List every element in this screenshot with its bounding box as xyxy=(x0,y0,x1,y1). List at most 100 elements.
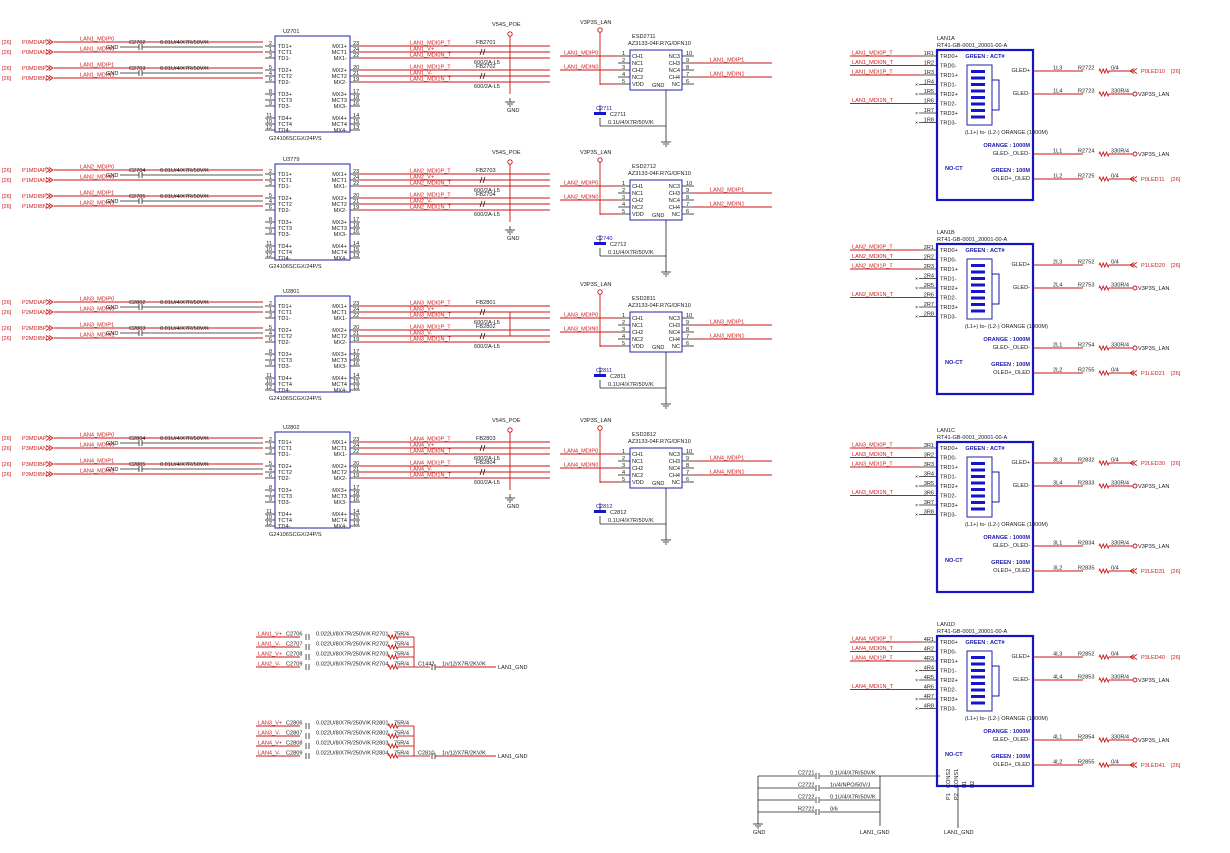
res-ref: R2701 xyxy=(372,632,388,638)
pin-name: MCT1 xyxy=(332,310,347,316)
pin-number: 10 xyxy=(266,247,272,253)
res-value: 330R/4 xyxy=(1111,541,1129,547)
part-ref: U2802 xyxy=(283,425,299,431)
pin-number: 5 xyxy=(622,341,625,347)
cap-value: 0.022U/8/X7R/250V/K xyxy=(316,751,371,757)
pin-name: MX1- xyxy=(334,452,348,458)
led-net-label: P2LED30 xyxy=(1141,461,1165,467)
pin-number: 3L3 xyxy=(1053,458,1062,464)
pin-name: MX3+ xyxy=(332,352,347,358)
fb-ref: FB2802 xyxy=(476,324,496,330)
port-arrow xyxy=(45,203,51,209)
pin-name: NC4 xyxy=(669,466,680,472)
pin-name: NC4 xyxy=(669,68,680,74)
pin-number: 4R1 xyxy=(924,637,934,643)
net-label: LAN2_MDIN1 xyxy=(710,202,745,208)
rj45-contact xyxy=(971,303,985,306)
pin-name: NC3 xyxy=(669,316,680,322)
gnd-label: GND xyxy=(507,236,519,242)
capacitor-symbol xyxy=(594,242,606,245)
fb-ref: FB2801 xyxy=(476,300,496,306)
resistor-symbol xyxy=(1098,459,1110,467)
pin-number: 3L2 xyxy=(1053,566,1062,572)
pin-name: MX1- xyxy=(334,56,348,62)
pin-name: NC xyxy=(672,212,680,218)
supply-label: V3P3S_LAN xyxy=(1138,152,1169,158)
pin-name: CH1 xyxy=(632,184,643,190)
pin-number: 6 xyxy=(686,209,689,215)
res-value: 0/4 xyxy=(1111,566,1119,572)
pin-name: MX3- xyxy=(334,232,348,238)
pin-name: MCT4 xyxy=(332,122,347,128)
pin-name: TD1- xyxy=(278,452,291,458)
pin-number: 15 xyxy=(353,515,359,521)
port-arrow xyxy=(48,49,54,55)
pin-name: MCT3 xyxy=(332,226,347,232)
nc-mark: × xyxy=(915,513,918,519)
pin-number: 5 xyxy=(269,461,272,467)
res-ref: R2855 xyxy=(1078,760,1094,766)
sheet-ref: [26] xyxy=(2,462,12,468)
res-value: 0/4 xyxy=(1111,174,1119,180)
pin-name: CH2 xyxy=(632,466,643,472)
pin-name: VDD xyxy=(632,344,644,350)
pin-name: TRD0+ xyxy=(940,54,958,60)
led-net-label: P0LED11 xyxy=(1141,177,1165,183)
pin-name: MX3- xyxy=(334,104,348,110)
net-label: LAN3_MDI0P_T xyxy=(410,301,451,307)
pin-name: MX4+ xyxy=(332,512,347,518)
supply-label: V3P3S_LAN xyxy=(580,282,611,288)
pin-name: TCT4 xyxy=(278,250,292,256)
pin-number: 9 xyxy=(686,320,689,326)
shield-pin-name: CONS1 xyxy=(954,769,960,788)
pin-name: OLED+_OLED xyxy=(993,370,1030,376)
gnd-label: GND xyxy=(106,45,118,51)
supply-label: V3P3S_LAN xyxy=(580,418,611,424)
pin-name: TD1+ xyxy=(278,44,292,50)
pin-number: 16 xyxy=(353,101,359,107)
pin-number: 3 xyxy=(269,181,272,187)
pin-number: 1L4 xyxy=(1053,89,1062,95)
note-text: (L1+) to- (L2-) ORANGE (1000M) xyxy=(965,324,1048,330)
pin-name: MCT4 xyxy=(332,250,347,256)
supply-label: V3P3S_LAN xyxy=(1138,346,1169,352)
net-label: LAN3_MDIN1 xyxy=(710,334,745,340)
resistor-symbol xyxy=(1098,175,1110,183)
pin-name: TRD0- xyxy=(940,650,957,656)
res-ref: R2834 xyxy=(1078,541,1094,547)
pin-number: 6 xyxy=(269,77,272,83)
gnd-label: GND xyxy=(106,441,118,447)
pin-number: 7 xyxy=(269,355,272,361)
rj45-contact xyxy=(971,109,985,112)
pin-number: 10 xyxy=(686,449,692,455)
part-ref: U3779 xyxy=(283,157,299,163)
pin-number: 2L3 xyxy=(1053,260,1062,266)
cap-ref: C2711 xyxy=(610,112,626,118)
res-value: 75R/4 xyxy=(394,652,409,658)
pin-name: GLED- xyxy=(1013,677,1030,683)
net-label: LAN1_V+ xyxy=(410,47,434,53)
pin-name: MX2- xyxy=(334,208,348,214)
pin-name: TD3- xyxy=(278,364,291,370)
nc-mark: × xyxy=(915,121,918,127)
pin-name: TRD1+ xyxy=(940,73,958,79)
port-arrow xyxy=(45,49,51,55)
pin-name: GLED- xyxy=(1013,483,1030,489)
pin-number: 9 xyxy=(269,229,272,235)
pin-number: 7 xyxy=(269,491,272,497)
pin-number: 10 xyxy=(686,181,692,187)
pin-name: MX2- xyxy=(334,340,348,346)
resistor-symbol xyxy=(1098,369,1110,377)
pin-name: GLED-_OLED- xyxy=(993,345,1030,351)
pin-number: 3 xyxy=(622,65,625,71)
cap-value: 0.022U/8/X7R/250V/K xyxy=(316,741,371,747)
resistor-symbol xyxy=(1098,676,1110,684)
rj45-contact xyxy=(971,83,985,86)
pin-number: 4 xyxy=(622,72,625,78)
pin-number: 19 xyxy=(353,337,359,343)
led-output-arrow xyxy=(1132,68,1138,74)
supply-connector xyxy=(1132,737,1138,743)
cap-value: 0.1U/4/X7R/50V/K xyxy=(608,382,654,388)
supply-connector xyxy=(1132,677,1138,683)
cap-value: 0.022U/8/X7R/250V/K xyxy=(316,652,371,658)
